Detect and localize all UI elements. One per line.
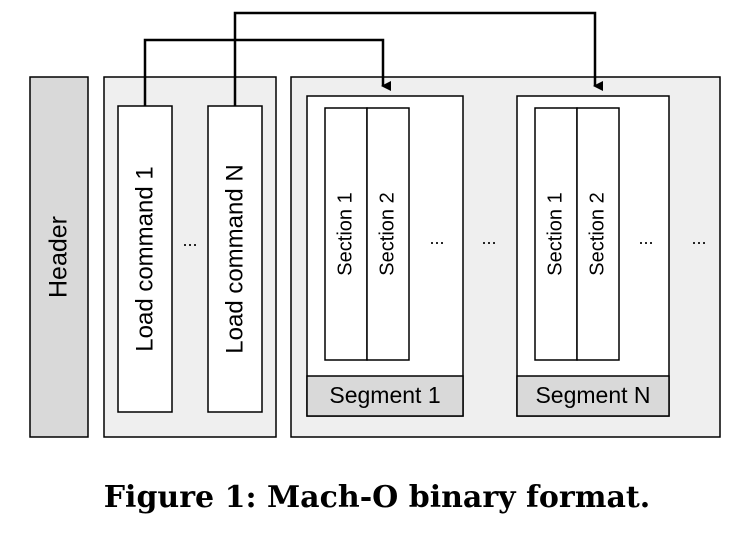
load-commands-ellipsis: ... bbox=[182, 230, 197, 250]
mach-o-diagram: Header Load command 1 ... Load command N… bbox=[29, 11, 721, 438]
load-command-n-to-segment-n-arrow bbox=[233, 11, 603, 106]
segment-1-label: Segment 1 bbox=[329, 382, 440, 408]
segment-1-section-2-box bbox=[366, 107, 410, 361]
load-command-1-to-segment-1-arrow bbox=[143, 38, 391, 106]
load-command-n-box bbox=[207, 105, 263, 413]
load-command-1-label: Load command 1 bbox=[131, 166, 158, 351]
segment-1-section-1-label: Section 1 bbox=[334, 192, 356, 275]
segment-n-label-box bbox=[516, 375, 670, 417]
header-label: Header bbox=[45, 216, 73, 298]
segment-n-section-1-label: Section 1 bbox=[544, 192, 566, 275]
after-segments-ellipsis: ... bbox=[691, 228, 706, 248]
segment-n-section-2-label: Section 2 bbox=[586, 192, 608, 275]
load-command-n-label: Load command N bbox=[221, 164, 248, 353]
segment-n-sections-ellipsis: ... bbox=[638, 228, 653, 248]
segment-n-section-2-box bbox=[576, 107, 620, 361]
segment-1-label-box bbox=[306, 375, 464, 417]
segment-1-section-1-box bbox=[324, 107, 368, 361]
figure-caption: Figure 1: Mach-O binary format. bbox=[103, 480, 651, 515]
segment-1-section-2-label: Section 2 bbox=[376, 192, 398, 275]
between-segments-ellipsis: ... bbox=[481, 228, 496, 248]
segment-n-label: Segment N bbox=[535, 382, 650, 408]
header-box bbox=[29, 76, 89, 438]
segment-1-sections-ellipsis: ... bbox=[429, 228, 444, 248]
